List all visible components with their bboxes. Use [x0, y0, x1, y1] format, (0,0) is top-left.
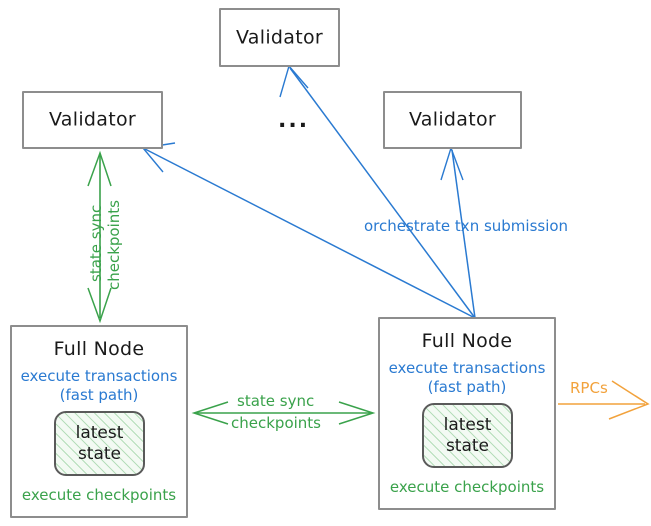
edge-label-fullnode-state-sync-line2: checkpoints: [231, 414, 321, 432]
fullnode-right-title: Full Node: [421, 330, 513, 352]
validators-ellipsis: ...: [278, 108, 310, 133]
fullnode-left-title: Full Node: [53, 338, 145, 360]
fullnode-right-execute-checkpoints: execute checkpoints: [389, 478, 545, 496]
fullnode-left-latest-state-line1: latest: [75, 422, 124, 443]
fullnode-right-latest-state-chip[interactable]: latest state: [422, 403, 513, 468]
edge-label-validator-left-state-sync-line1: state sync: [87, 204, 105, 282]
edge-label-rpcs: RPCs: [570, 379, 608, 397]
fullnode-right-execute-transactions: execute transactions: [388, 359, 546, 377]
fullnode-right-fast-path: (fast path): [427, 378, 507, 396]
fullnode-left-box[interactable]: Full Node execute transactions (fast pat…: [10, 325, 188, 518]
fullnode-right-latest-state-line1: latest: [443, 414, 492, 435]
edge-label-fullnode-state-sync-line1: state sync: [237, 392, 315, 410]
fullnode-left-fast-path: (fast path): [59, 386, 139, 404]
edge-label-validator-left-state-sync-line2: checkpoints: [105, 200, 123, 290]
validator-top-box[interactable]: Validator: [219, 8, 340, 67]
validator-top-label: Validator: [235, 26, 323, 49]
fullnode-left-execute-checkpoints: execute checkpoints: [21, 486, 177, 504]
validator-right-box[interactable]: Validator: [383, 91, 522, 149]
fullnode-left-execute-transactions: execute transactions: [20, 367, 178, 385]
fullnode-left-latest-state-line2: state: [77, 443, 122, 464]
fullnode-right-box[interactable]: Full Node execute transactions (fast pat…: [378, 317, 556, 510]
validator-right-label: Validator: [408, 108, 496, 131]
fullnode-left-latest-state-chip[interactable]: latest state: [54, 411, 145, 476]
validator-left-label: Validator: [48, 108, 136, 131]
fullnode-right-latest-state-line2: state: [445, 435, 490, 456]
validator-left-box[interactable]: Validator: [22, 91, 163, 149]
edge-label-orchestrate-txn-submission: orchestrate txn submission: [364, 217, 569, 235]
